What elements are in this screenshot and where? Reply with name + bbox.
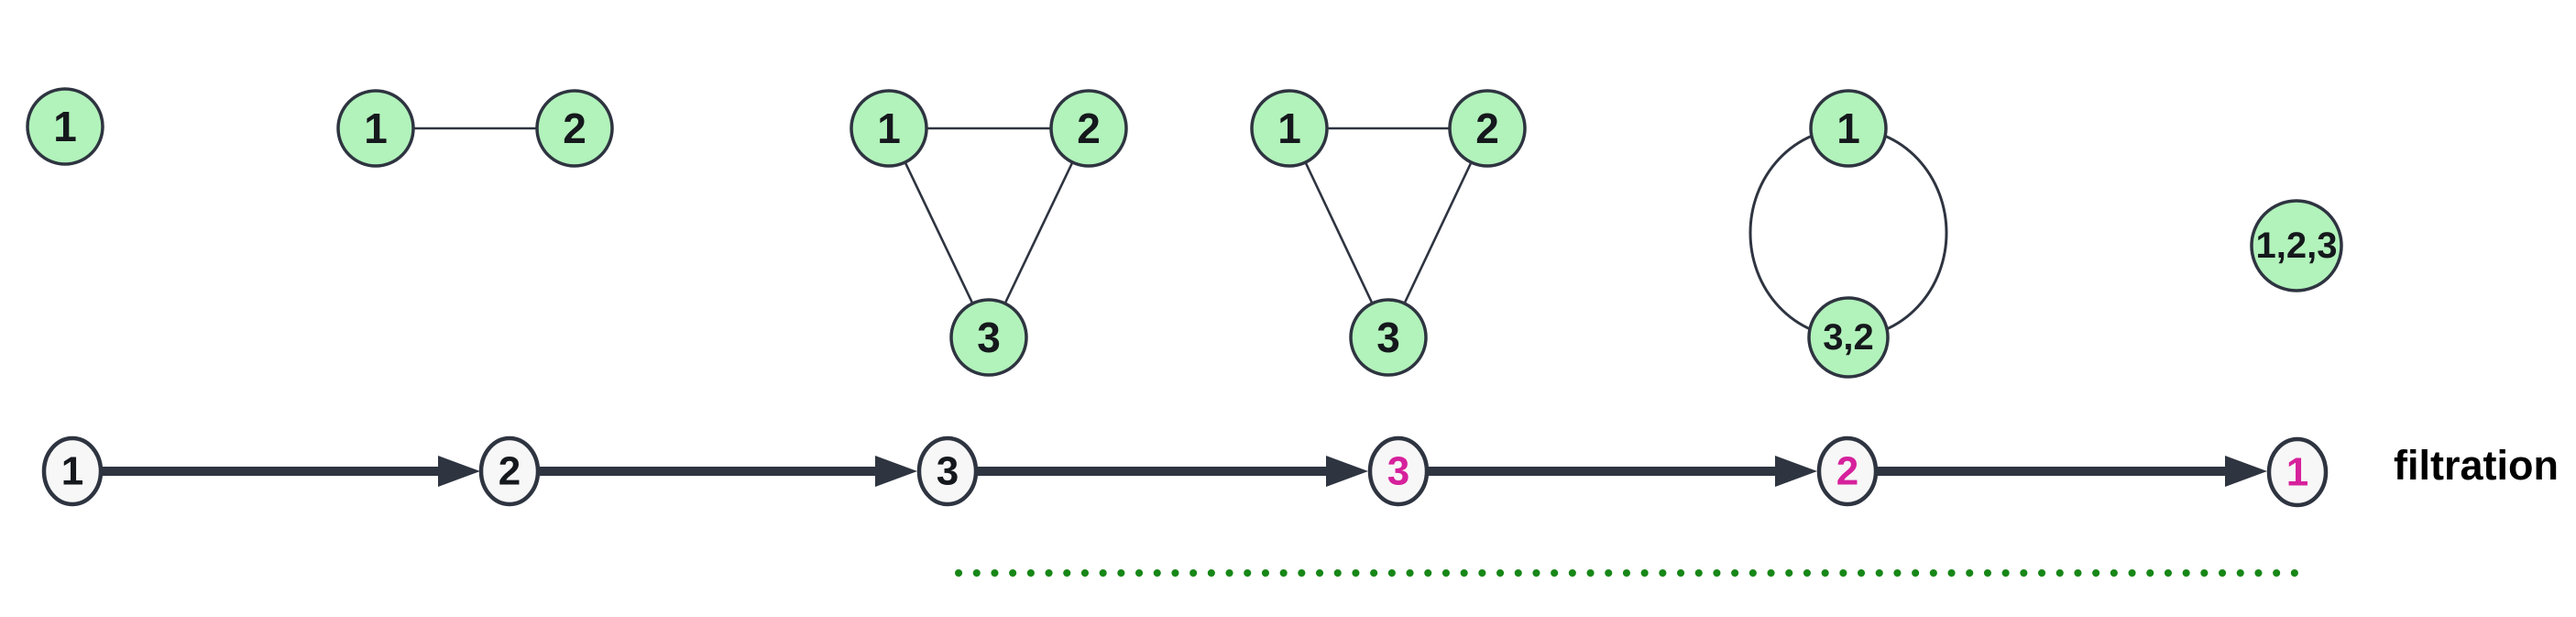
timeline-step-6: 1 — [2266, 436, 2329, 508]
graph-node-label: 3,2 — [1823, 317, 1874, 358]
arrow-head — [875, 456, 917, 487]
graph-node-label: 2 — [563, 105, 586, 152]
complex-step-3: 1 2 3 — [850, 89, 1128, 377]
timeline: 1 2 3 3 2 1 filtration — [41, 435, 2559, 508]
timeline-step-label: 2 — [1836, 449, 1858, 494]
graph-node-label: 2 — [1077, 105, 1101, 152]
arrow-5-6 — [1878, 456, 2267, 487]
arrow-head — [1775, 456, 1817, 487]
timeline-step-3: 3 — [916, 435, 979, 507]
graph-node — [1809, 89, 1888, 168]
timeline-step-label: 3 — [1387, 449, 1409, 494]
graph-node-label: 1 — [53, 103, 77, 150]
arrow-head — [2225, 456, 2267, 487]
complex-step-4: 1 2 3 — [1250, 89, 1527, 377]
arrow-2-3 — [540, 456, 917, 487]
graph-node-label: 2 — [1475, 105, 1499, 152]
complex-step-6: 1,2,3 — [2250, 199, 2343, 292]
graph-node-label: 1 — [364, 105, 388, 152]
arrow-1-2 — [103, 456, 480, 487]
timeline-node — [2266, 436, 2329, 508]
graph-node — [1349, 298, 1428, 377]
graph-node — [1448, 89, 1527, 168]
arrow-4-5 — [1429, 456, 1817, 487]
graph-node — [336, 89, 415, 168]
graph-node-label: 1 — [1277, 105, 1301, 152]
timeline-node — [478, 435, 541, 507]
timeline-node — [1367, 435, 1430, 507]
timeline-node — [1816, 435, 1879, 507]
graph-node — [1250, 89, 1329, 168]
graph-node-label: 1,2,3 — [2256, 226, 2338, 266]
graph-node — [850, 89, 928, 168]
graph-node — [535, 89, 614, 168]
graph-node — [1807, 296, 1890, 379]
arrow-head — [438, 456, 480, 487]
timeline-step-label: 3 — [937, 449, 959, 494]
filtration-label: filtration — [2394, 442, 2559, 489]
timeline-step-2: 2 — [478, 435, 541, 507]
timeline-step-label: 1 — [61, 449, 83, 494]
timeline-step-4: 3 — [1367, 435, 1430, 507]
graph-node — [2250, 199, 2343, 292]
timeline-step-1: 1 — [41, 435, 104, 507]
graph-node-label: 1 — [1836, 105, 1860, 152]
complex-step-1: 1 — [26, 87, 104, 166]
graph-node-label: 1 — [877, 105, 901, 152]
timeline-step-label: 2 — [499, 449, 521, 494]
graph-node — [949, 298, 1028, 377]
graph-node-label: 3 — [1376, 314, 1400, 361]
arrow-3-4 — [978, 456, 1368, 487]
timeline-node — [41, 435, 104, 507]
timeline-step-label: 1 — [2286, 450, 2308, 495]
complex-step-5: 1 3,2 — [1748, 89, 1948, 379]
arrow-head — [1326, 456, 1368, 487]
timeline-step-5: 2 — [1816, 435, 1879, 507]
graph-node — [1049, 89, 1128, 168]
graph-node-label: 3 — [977, 314, 1001, 361]
graph-node — [26, 87, 104, 166]
timeline-node — [916, 435, 979, 507]
complex-step-2: 1 2 — [336, 89, 614, 168]
